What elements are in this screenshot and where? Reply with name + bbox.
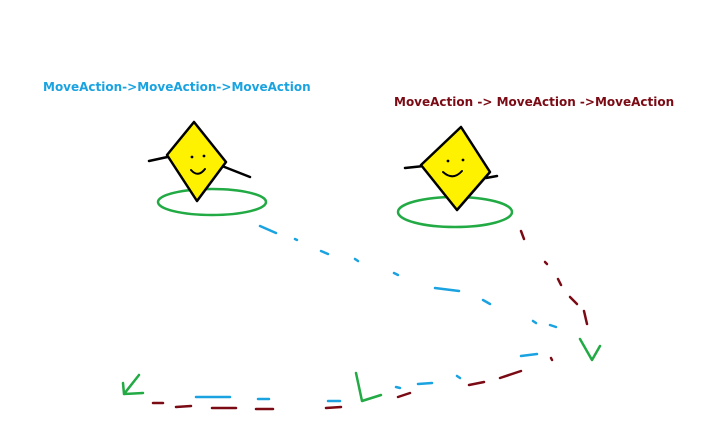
left-eye: [202, 154, 206, 158]
blue-path-dash: [548, 323, 558, 329]
blue-path-dash: [519, 352, 539, 358]
left-smile: [190, 168, 206, 175]
blue-movement-path: [194, 224, 558, 403]
blue-path-dash: [392, 271, 400, 277]
blue-path-dash: [455, 374, 462, 380]
blue-action-sequence-label: MoveAction->MoveAction->MoveAction: [43, 80, 311, 94]
left-ground-ring: [156, 187, 268, 217]
right-character: [396, 125, 514, 229]
blue-path-dash: [319, 249, 330, 256]
right-eye: [461, 158, 465, 162]
left-diamond-body: [165, 120, 228, 203]
arrow-down-left-icon: [121, 373, 145, 396]
right-eye: [446, 159, 450, 163]
green-arrows: [121, 337, 602, 403]
red-path-dash: [543, 260, 549, 266]
red-path-dash: [582, 309, 589, 326]
arrow-down-icon: [354, 371, 383, 403]
red-path-dash: [174, 404, 193, 409]
blue-path-dash: [293, 237, 299, 242]
left-eye: [190, 155, 194, 159]
right-diamond-body: [419, 125, 492, 212]
blue-path-dash: [416, 381, 434, 386]
blue-path-dash: [258, 224, 278, 235]
red-path-dash: [556, 277, 563, 287]
red-path-dash: [396, 391, 412, 399]
right-smile: [442, 170, 463, 178]
red-path-dash: [549, 356, 554, 362]
blue-path-dash: [481, 298, 492, 306]
red-path-dash: [498, 369, 523, 380]
left-character: [147, 120, 268, 217]
red-path-dash: [467, 380, 486, 387]
red-path-dash: [324, 405, 343, 410]
red-path-dash: [568, 295, 579, 306]
blue-path-dash: [394, 385, 402, 390]
blue-path-dash: [531, 319, 538, 325]
blue-path-dash: [353, 257, 360, 263]
red-movement-path: [151, 229, 589, 411]
blue-path-dash: [433, 286, 461, 293]
red-action-sequence-label: MoveAction -> MoveAction ->MoveAction: [394, 95, 675, 109]
red-path-dash: [519, 229, 526, 241]
arrow-down-right-icon: [578, 337, 602, 362]
